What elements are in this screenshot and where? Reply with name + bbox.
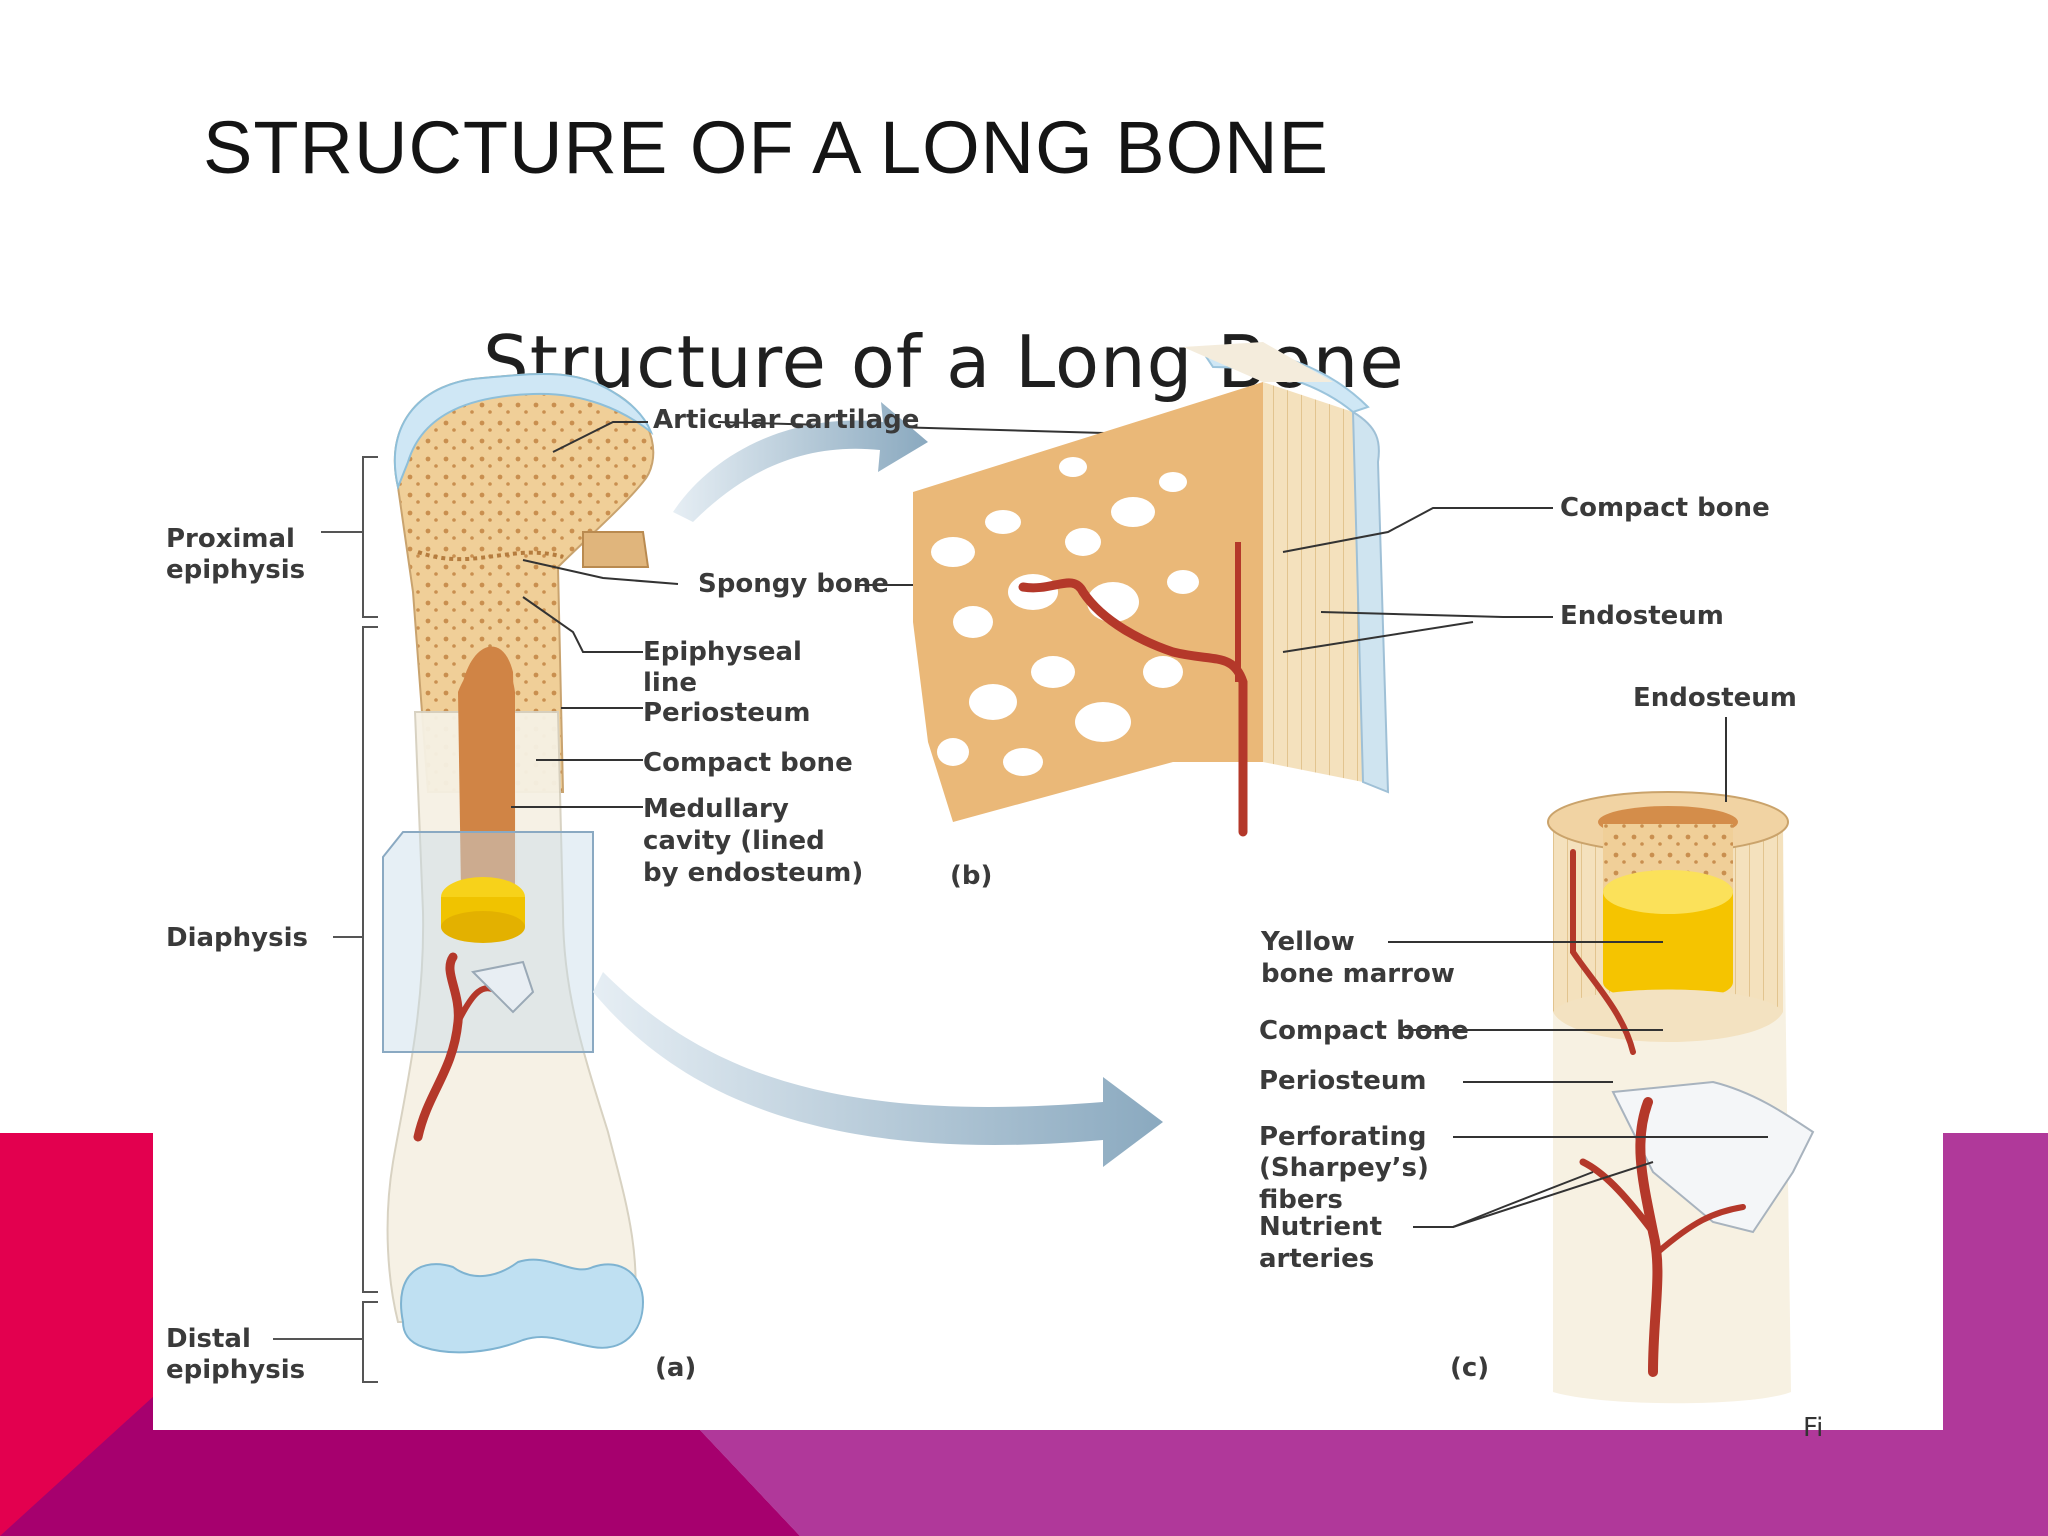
bone-diagram: Structure of a Long Bone (153, 292, 1943, 1443)
label-articular-cartilage: Articular cartilage (653, 405, 920, 435)
label-endosteum-b: Endosteum (1560, 601, 1724, 631)
leader-epiphyseal (522, 596, 643, 653)
leader-nutrient-2 (1452, 1161, 1654, 1228)
label-medullary-3: by endosteum) (643, 858, 864, 888)
label-perforating-1: Perforating (1259, 1122, 1427, 1152)
bone-illustration (273, 342, 1815, 1404)
purple-triangle (700, 1420, 2048, 1536)
periosteum-fibers-c (1611, 1080, 1815, 1234)
label-compact-bone-c: Compact bone (1259, 1016, 1469, 1046)
yellow-marrow-top-c (1603, 870, 1733, 914)
label-compact-bone-a: Compact bone (643, 748, 853, 778)
bracket-diaphysis (362, 626, 378, 1293)
panel-a-tag: (a) (655, 1353, 697, 1383)
leader-compact-b (1282, 507, 1553, 553)
leader-nutrient (1413, 1171, 1594, 1228)
panel-b-tag: (b) (950, 861, 993, 891)
label-periosteum-c: Periosteum (1259, 1066, 1427, 1096)
long-bone-figure (382, 372, 655, 1354)
compact-wall-b (1263, 382, 1363, 782)
arrow-to-c (593, 972, 1163, 1167)
leader-articular (552, 421, 648, 453)
label-endosteum-c: Endosteum (1633, 683, 1797, 713)
leader-lines-c (1388, 717, 1768, 1228)
leader-lines-b (858, 507, 1553, 653)
label-spongy-bone: Spongy bone (698, 569, 889, 599)
label-diaphysis: Diaphysis (166, 923, 308, 953)
periosteum-flap (470, 960, 535, 1014)
leader-spongy (522, 559, 679, 585)
articular-cartilage-cap (393, 372, 654, 491)
bracket-proximal (362, 456, 378, 618)
label-medullary-2: cavity (lined (643, 826, 825, 856)
medullary-cavity-upper (458, 658, 515, 892)
label-perforating-2: (Sharpey’s) (1259, 1153, 1429, 1183)
region-brackets (273, 456, 378, 1383)
label-distal-epiphysis-2: epiphysis (166, 1355, 306, 1385)
spongy-detail-figure (913, 342, 1390, 837)
corner-text-fragment: Fi (1803, 1413, 1824, 1443)
label-yellow-marrow-1: Yellow (1261, 927, 1355, 957)
nutrient-artery-c-branch2 (1655, 1204, 1746, 1255)
nutrient-artery-c-branch1 (1579, 1158, 1657, 1236)
panel-c-tag: (c) (1450, 1353, 1490, 1383)
epiphyseal-line (417, 550, 564, 562)
label-compact-bone-b: Compact bone (1560, 493, 1770, 523)
nutrient-artery-a (413, 952, 463, 1142)
label-nutrient-2: arteries (1259, 1244, 1375, 1274)
leader-endosteum-b1 (1320, 611, 1553, 618)
distal-cartilage (400, 1258, 645, 1354)
label-distal-epiphysis-1: Distal (166, 1324, 251, 1354)
diaphysis-section-figure (1547, 791, 1815, 1404)
label-perforating-3: fibers (1259, 1185, 1343, 1215)
label-proximal-epiphysis-1: Proximal (166, 524, 295, 554)
marrow-plug-bottom (441, 911, 525, 943)
magenta-band (0, 1395, 800, 1536)
label-proximal-epiphysis-2: epiphysis (166, 555, 306, 585)
label-medullary-1: Medullary (643, 794, 789, 824)
label-nutrient-1: Nutrient (1259, 1212, 1383, 1242)
label-epiphyseal-line-2: line (643, 668, 697, 698)
leader-endosteum-b2 (1282, 621, 1474, 653)
label-periosteum-a: Periosteum (643, 698, 811, 728)
blood-vessel-b (1018, 578, 1248, 837)
head-notch (582, 531, 650, 568)
periosteum-layer-b (1351, 410, 1390, 794)
label-yellow-marrow-2: bone marrow (1261, 959, 1455, 989)
compact-top-b (1183, 342, 1333, 382)
label-epiphyseal-line-1: Epiphyseal (643, 637, 802, 667)
artery-in-wall-c (1570, 849, 1636, 1055)
bracket-distal (362, 1301, 378, 1383)
slide-title: STRUCTURE OF A LONG BONE (203, 106, 1329, 189)
arrow-to-b (673, 402, 928, 522)
